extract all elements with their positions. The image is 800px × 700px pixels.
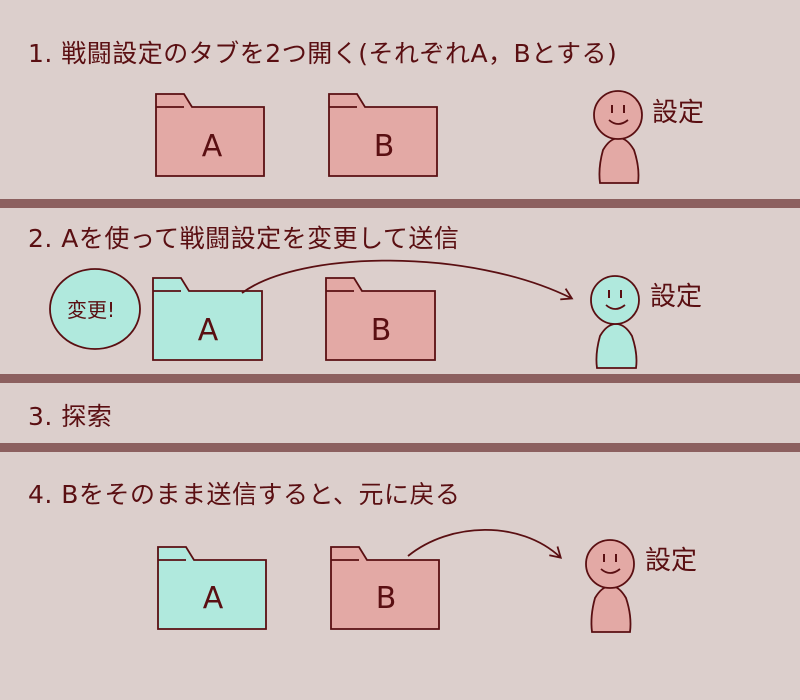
step-2-folder-a: A	[152, 277, 263, 361]
step-4-folder-b: B	[330, 546, 440, 630]
step-1-folder-b-label: B	[374, 129, 395, 164]
step-4-folder-a-label: A	[203, 581, 224, 616]
person-label-1: 設定	[652, 98, 705, 128]
divider-3	[0, 443, 800, 452]
step-1-folder-a-label: A	[202, 129, 223, 164]
step-1-person-icon	[593, 90, 643, 184]
step-2-folder-b: B	[325, 277, 436, 361]
step-2-folder-b-label: B	[371, 313, 392, 348]
step-4-title: 4. Bをそのまま送信すると、元に戻る	[28, 480, 461, 509]
divider-1	[0, 199, 800, 208]
step-4-send-arrow	[407, 528, 563, 559]
divider-2	[0, 374, 800, 383]
person-label-2: 設定	[650, 282, 703, 312]
step-1-folder-a: A	[155, 93, 265, 177]
step-2-send-arrow	[241, 259, 574, 301]
step-1-title: 1. 戦闘設定のタブを2つ開く(それぞれA，Bとする)	[28, 39, 618, 68]
step-2-person-icon	[590, 275, 640, 369]
step-4-folder-b-label: B	[376, 581, 397, 616]
step-2-title: 2. Aを使って戦闘設定を変更して送信	[28, 224, 460, 253]
speech-bubble-text: 変更!	[67, 298, 115, 322]
step-3-title: 3. 探索	[28, 402, 113, 431]
step-4-folder-a: A	[157, 546, 267, 630]
step-1-folder-b: B	[328, 93, 438, 177]
step-2-folder-a-label: A	[198, 313, 219, 348]
person-label-4: 設定	[645, 546, 698, 576]
speech-bubble: 変更!	[49, 268, 141, 350]
step-4-person-icon	[585, 539, 635, 633]
